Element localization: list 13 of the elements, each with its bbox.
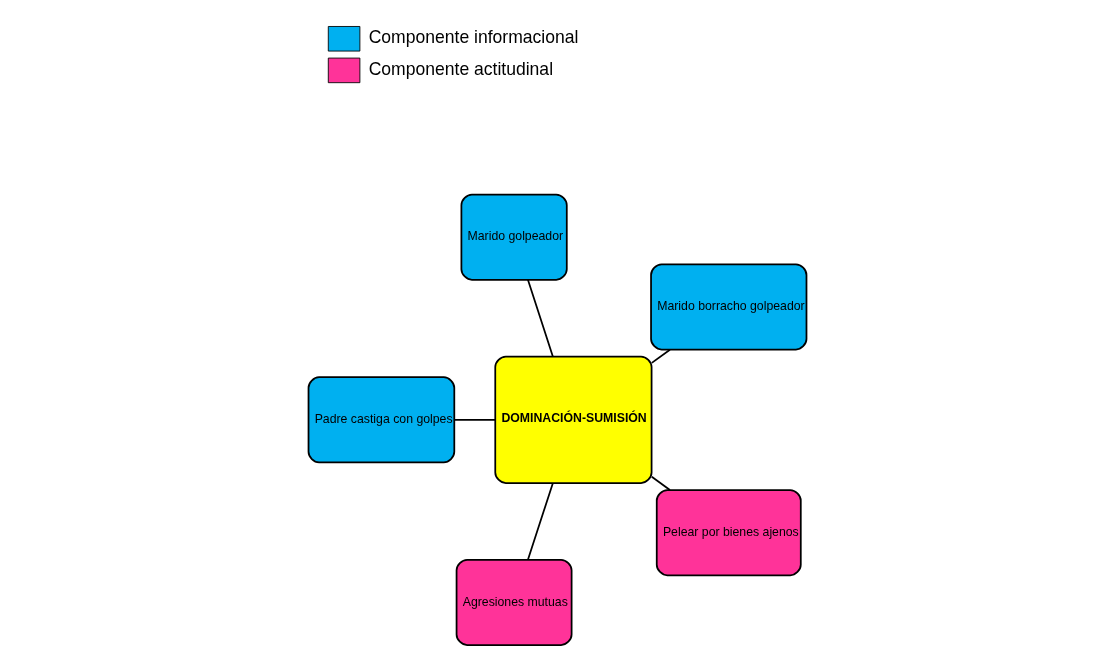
node-box: Padre castiga con golpes bbox=[307, 376, 456, 464]
legend-label: Componente actitudinal bbox=[368, 58, 554, 79]
node-box: Pelear por bienes ajenos bbox=[655, 489, 802, 577]
node-box: Marido borracho golpeador bbox=[650, 263, 808, 351]
connector bbox=[650, 348, 671, 364]
connector bbox=[650, 475, 671, 491]
connector bbox=[527, 278, 554, 358]
node-box: DOMINACIÓN-SUMISIÓN bbox=[494, 355, 653, 484]
connector bbox=[527, 482, 554, 561]
connector bbox=[453, 418, 496, 421]
legend-label: Componente informacional bbox=[368, 27, 579, 48]
node-box: Marido golpeador bbox=[460, 193, 568, 281]
node-box: Agresiones mutuas bbox=[455, 558, 573, 646]
